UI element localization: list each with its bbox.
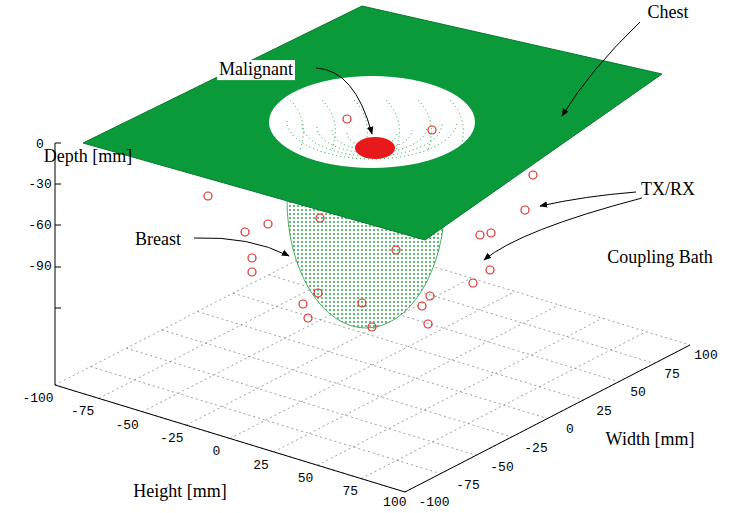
- tick-label: 0: [36, 138, 44, 152]
- tick-label: 25: [596, 405, 612, 419]
- tick-label: -90: [28, 260, 51, 274]
- tick-label: 100: [383, 496, 406, 510]
- callout-label: Breast: [135, 230, 181, 250]
- tick-label: -50: [490, 460, 513, 474]
- callout-label: Chest: [647, 3, 688, 23]
- tick-label: 0: [212, 445, 220, 459]
- tick-label: -100: [22, 392, 53, 406]
- axis-title: Depth [mm]: [44, 147, 132, 167]
- axis-title: Width [mm]: [606, 430, 695, 450]
- tick-label: -75: [71, 405, 94, 419]
- tick-label: 50: [630, 386, 646, 400]
- tick-label: -25: [160, 432, 183, 446]
- tick-label: 100: [694, 349, 717, 363]
- tick-label: -50: [115, 418, 138, 432]
- breast-surface-dots: [287, 100, 463, 159]
- antenna-markers: [343, 115, 436, 134]
- tick-label: -100: [418, 496, 449, 510]
- tick-label: -25: [524, 442, 547, 456]
- callout-label: Coupling Bath: [607, 248, 713, 268]
- tick-label: 25: [253, 458, 269, 472]
- malignant-mass: [355, 137, 395, 159]
- tick-label: 75: [342, 485, 358, 499]
- tick-label: 50: [298, 472, 314, 486]
- tick-label: -60: [28, 219, 51, 233]
- callout-label: Malignant: [217, 60, 295, 80]
- chest-opening: [269, 76, 475, 168]
- tick-label: 0: [566, 423, 574, 437]
- axis-title: Height [mm]: [133, 482, 226, 502]
- chest-plane: [83, 6, 662, 240]
- tick-label: 75: [664, 367, 680, 381]
- leader-arrows: [194, 22, 642, 260]
- tick-label: -30: [28, 178, 51, 192]
- callout-label: TX/RX: [641, 180, 695, 200]
- tick-label: -75: [456, 479, 479, 493]
